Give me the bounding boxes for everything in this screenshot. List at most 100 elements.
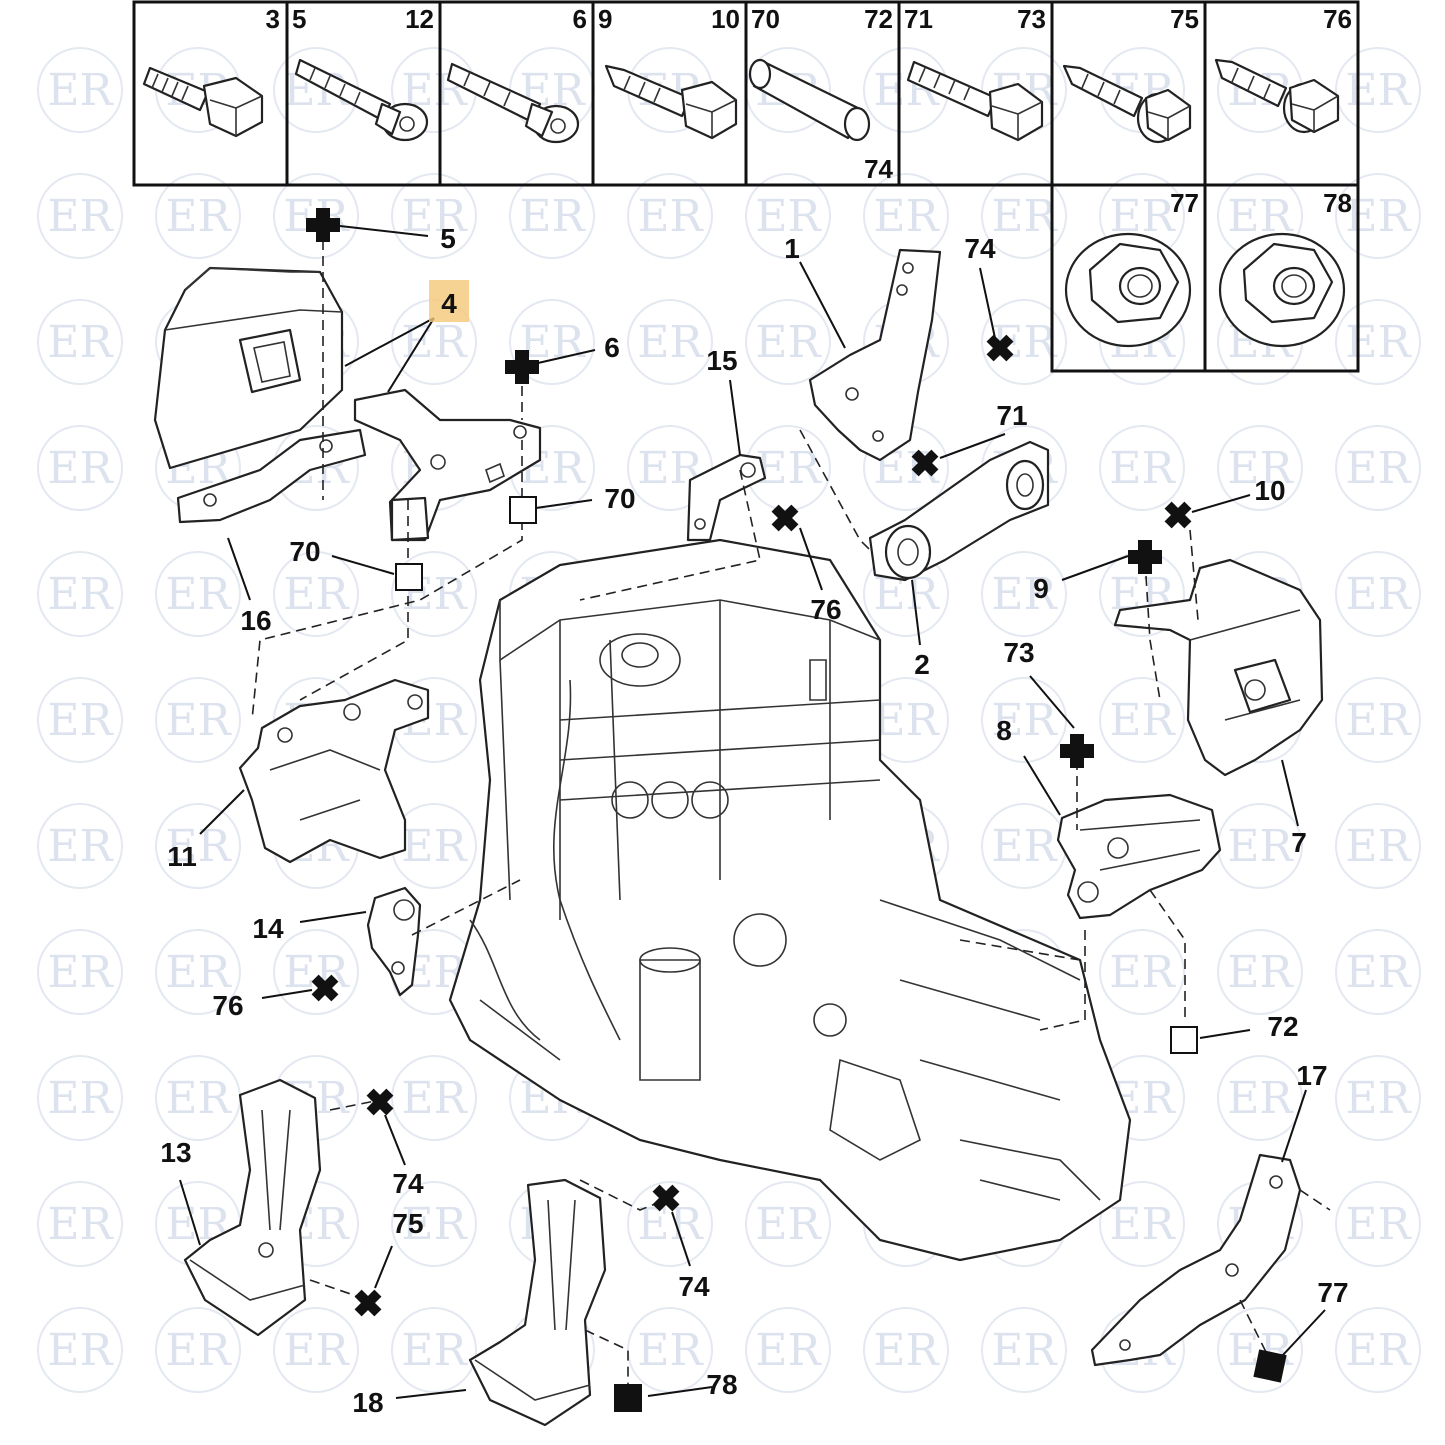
- svg-text:ER: ER: [755, 1325, 822, 1376]
- watermark-stamp: ER: [1335, 929, 1421, 1015]
- svg-text:ER: ER: [1109, 947, 1176, 998]
- hw-74-label: 74: [864, 154, 893, 184]
- label-16: 16: [240, 605, 271, 636]
- nut-78-icon: [1218, 232, 1346, 348]
- x-symbol-76-bottom: [311, 974, 339, 1002]
- watermark-stamp: ER: [1335, 551, 1421, 637]
- label-70-top: 70: [604, 483, 635, 514]
- watermark-stamp: ER: [37, 173, 123, 259]
- svg-text:ER: ER: [1345, 695, 1412, 746]
- bolt-75-icon: [1062, 64, 1192, 144]
- dowel-sleeve-icon: [748, 58, 871, 142]
- x-symbol-76-top: [771, 504, 799, 532]
- watermark-stamp: ER: [745, 299, 831, 385]
- x-symbol-74-mid: [652, 1184, 680, 1212]
- x-symbol-10: [1164, 501, 1192, 529]
- svg-text:ER: ER: [873, 1325, 940, 1376]
- svg-text:ER: ER: [755, 191, 822, 242]
- label-76-bottom: 76: [212, 990, 243, 1021]
- svg-text:ER: ER: [47, 1325, 114, 1376]
- part-2-torque-rod: [868, 440, 1050, 582]
- part-4-bracket: [353, 388, 542, 542]
- bolt-9-10-icon: [604, 64, 738, 140]
- watermark-stamp: ER: [155, 929, 241, 1015]
- part-13-bracket: [183, 1078, 322, 1337]
- svg-text:ER: ER: [401, 1199, 468, 1250]
- callout-labels: 4 5 6 1 74 71 10 9 15 70 70 76 2 16 73 8…: [160, 223, 1348, 1418]
- watermark-stamp: ER: [37, 677, 123, 763]
- watermark-stamp: ER: [627, 299, 713, 385]
- x-symbol-74-left: [366, 1088, 394, 1116]
- svg-text:ER: ER: [47, 317, 114, 368]
- svg-text:ER: ER: [1345, 1073, 1412, 1124]
- filled-square-78: [614, 1384, 642, 1412]
- hw-10-label: 10: [711, 4, 740, 34]
- svg-text:ER: ER: [637, 317, 704, 368]
- label-74-top: 74: [964, 233, 996, 264]
- svg-text:ER: ER: [47, 821, 114, 872]
- cross-symbol-73: [1060, 734, 1094, 768]
- svg-text:ER: ER: [1345, 317, 1412, 368]
- hw-12-label: 12: [405, 4, 434, 34]
- svg-text:ER: ER: [637, 1325, 704, 1376]
- part-16-plate: [176, 428, 367, 524]
- svg-text:ER: ER: [47, 569, 114, 620]
- watermark-stamp: ER: [1335, 1181, 1421, 1267]
- watermark-stamp: ER: [1099, 677, 1185, 763]
- svg-text:ER: ER: [991, 1325, 1058, 1376]
- watermark-stamp: ER: [745, 173, 831, 259]
- watermark-stamp: ER: [391, 1055, 477, 1141]
- watermark-stamp: ER: [155, 1055, 241, 1141]
- leader-lines: [179, 225, 1326, 1399]
- label-8: 8: [996, 715, 1012, 746]
- label-74-left: 74: [392, 1168, 424, 1199]
- svg-text:ER: ER: [991, 821, 1058, 872]
- svg-text:ER: ER: [283, 569, 350, 620]
- watermark-stamp: ER: [981, 677, 1067, 763]
- label-4: 4: [441, 288, 457, 319]
- svg-text:ER: ER: [47, 1199, 114, 1250]
- svg-text:ER: ER: [519, 191, 586, 242]
- watermark-stamp: ER: [155, 551, 241, 637]
- svg-text:ER: ER: [991, 191, 1058, 242]
- watermark-stamp: ER: [1335, 47, 1421, 133]
- square-symbol-70-top: [509, 496, 537, 524]
- svg-text:ER: ER: [991, 569, 1058, 620]
- watermark-stamp: ER: [1335, 1307, 1421, 1393]
- label-17: 17: [1296, 1060, 1327, 1091]
- watermark-stamp: ER: [37, 551, 123, 637]
- watermark-stamp: ER: [745, 1181, 831, 1267]
- x-symbol-74-top: [986, 334, 1014, 362]
- watermark-stamp: ER: [1335, 1055, 1421, 1141]
- svg-text:ER: ER: [401, 821, 468, 872]
- svg-text:ER: ER: [755, 443, 822, 494]
- watermark-stamp: ER: [155, 677, 241, 763]
- watermark-stamp: ER: [1335, 677, 1421, 763]
- part-15-bracket: [686, 453, 767, 542]
- part-18-bracket: [468, 1178, 607, 1427]
- label-73: 73: [1003, 637, 1034, 668]
- svg-text:ER: ER: [47, 443, 114, 494]
- watermark-stamp: ER: [863, 173, 949, 259]
- svg-text:ER: ER: [283, 1325, 350, 1376]
- x-symbol-75: [354, 1289, 382, 1317]
- bolt-76-icon: [1214, 58, 1340, 134]
- part-17-plate: [1090, 1153, 1302, 1367]
- watermark-stamp: ER: [273, 929, 359, 1015]
- svg-text:ER: ER: [1109, 443, 1176, 494]
- label-11: 11: [167, 841, 197, 872]
- label-75: 75: [392, 1208, 423, 1239]
- cross-symbol-6: [505, 350, 539, 384]
- hw-3-label: 3: [266, 4, 280, 34]
- label-10: 10: [1254, 475, 1285, 506]
- watermark-stamp: ER: [37, 1307, 123, 1393]
- hardware-table: 3 5 12 6 9 10 70 72 74 71 73 75 76 77 78: [132, 0, 1360, 373]
- part-8-gearbox-mount: [1056, 793, 1222, 920]
- watermark-stamp: ER: [273, 551, 359, 637]
- part-7-engine-mount: [1113, 558, 1324, 777]
- svg-text:ER: ER: [47, 1073, 114, 1124]
- svg-text:ER: ER: [401, 317, 468, 368]
- watermark-stamp: ER: [1217, 173, 1303, 259]
- watermark-stamp: ER: [745, 1307, 831, 1393]
- svg-text:ER: ER: [1227, 821, 1294, 872]
